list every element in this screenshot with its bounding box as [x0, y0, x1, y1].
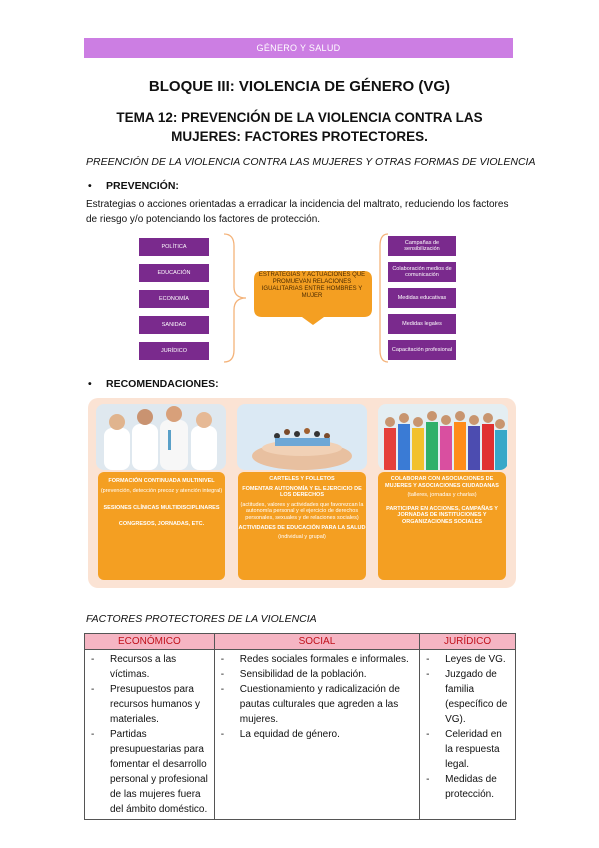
section-heading-factors: FACTORES PROTECTORES DE LA VIOLENCIA	[86, 613, 317, 625]
list-item: Medidas de protección.	[423, 772, 512, 802]
card-line: (talleres, jornadas y charlas)	[407, 492, 477, 499]
list-item: Partidas presupuestarias para fomentar e…	[88, 727, 211, 817]
protective-factors-table: ECONÓMICO SOCIAL JURÍDICO Recursos a las…	[84, 633, 516, 820]
right-brace	[379, 233, 389, 363]
column-header-legal: JURÍDICO	[419, 633, 516, 650]
recommendations-heading-label: RECOMENDACIONES:	[106, 378, 219, 390]
list-item: Redes sociales formales e informales.	[218, 652, 416, 667]
document-header-bar: GÉNERO Y SALUD	[84, 38, 513, 58]
legal-cell: Leyes de VG. Juzgado de familia (específ…	[419, 649, 516, 820]
diagram-left-box: POLÍTICA	[139, 238, 209, 256]
block-title: BLOQUE III: VIOLENCIA DE GÉNERO (VG)	[148, 78, 451, 95]
column-header-social: SOCIAL	[213, 633, 421, 650]
strategies-arrow-shape	[254, 271, 372, 325]
economic-cell: Recursos a las víctimas. Presupuestos pa…	[84, 649, 215, 820]
bullet-icon: •	[88, 180, 92, 192]
card-line: PARTICIPAR EN ACCIONES, CAMPAÑAS Y JORNA…	[386, 505, 498, 525]
card-line: FOMENTAR AUTONOMÍA Y EL EJERCICIO DE LOS…	[242, 485, 362, 499]
prevention-heading: • PREVENCIÓN:	[88, 180, 179, 192]
recommendation-card: FORMACIÓN CONTINUADA MULTINIVEL (prevenc…	[98, 472, 225, 580]
card-line: CARTELES Y FOLLETOS	[269, 476, 335, 482]
list-item: Presupuestos para recursos humanos y mat…	[88, 682, 211, 727]
diagram-left-box: EDUCACIÓN	[139, 264, 209, 282]
recommendations-heading: • RECOMENDACIONES:	[88, 378, 219, 390]
list-item: Cuestionamiento y radicalización de paut…	[218, 682, 416, 727]
table-header-row: ECONÓMICO SOCIAL JURÍDICO	[84, 633, 516, 650]
diagram-left-box: JURÍDICO	[139, 342, 209, 360]
card-line: COLABORAR CON ASOCIACIONES DE MUJERES Y …	[385, 476, 499, 489]
diagram-left-box: SANIDAD	[139, 316, 209, 334]
card-line: FORMACIÓN CONTINUADA MULTINIVEL	[108, 478, 215, 484]
social-cell: Redes sociales formales e informales. Se…	[213, 649, 421, 820]
diagram-right-box: Campañas de sensibilización	[388, 236, 456, 256]
list-item: Celeridad en la respuesta legal.	[423, 727, 512, 772]
diagram-right-box: Medidas legales	[388, 314, 456, 334]
prevention-definition: Estrategias o acciones orientadas a erra…	[86, 199, 509, 225]
card-line: SESIONES CLÍNICAS MULTIDISCIPLINARES	[103, 505, 220, 512]
card-line: (prevención, detección precoz y atención…	[100, 487, 223, 494]
list-item: La equidad de género.	[218, 727, 416, 742]
list-item: Recursos a las víctimas.	[88, 652, 211, 682]
table-row: Recursos a las víctimas. Presupuestos pa…	[84, 649, 516, 820]
list-item: Leyes de VG.	[423, 652, 512, 667]
diagram-right-box: Capacitación profesional	[388, 340, 456, 360]
card-line: ACTIVIDADES DE EDUCACIÓN PARA LA SALUD	[238, 524, 366, 531]
topic-title: TEMA 12: PREVENCIÓN DE LA VIOLENCIA CONT…	[116, 110, 483, 144]
list-item: Juzgado de familia (específico de VG).	[423, 667, 512, 727]
card-line: (actitudes, valores y actividades que fa…	[240, 501, 364, 521]
diagram-left-box: ECONOMÍA	[139, 290, 209, 308]
group-crowd-photo	[378, 404, 508, 470]
column-header-economic: ECONÓMICO	[84, 633, 215, 650]
recommendation-card: CARTELES Y FOLLETOS FOMENTAR AUTONOMÍA Y…	[238, 472, 366, 580]
section-heading-prevention: PREENCIÓN DE LA VIOLENCIA CONTRA LAS MUJ…	[86, 156, 536, 168]
card-line: CONGRESOS, JORNADAS, ETC.	[118, 520, 205, 527]
card-line: (individual y grupal)	[278, 534, 326, 541]
list-item: Sensibilidad de la población.	[218, 667, 416, 682]
diagram-right-box: Colaboración medios de comunicación	[388, 262, 456, 282]
bullet-icon: •	[88, 378, 92, 390]
recommendation-card: COLABORAR CON ASOCIACIONES DE MUJERES Y …	[378, 472, 506, 580]
medical-staff-photo	[96, 404, 226, 470]
strategies-text: ESTRATEGIAS Y ACTUACIONES QUE PROMUEVAN …	[258, 272, 366, 299]
prevention-heading-label: PREVENCIÓN:	[106, 180, 179, 192]
left-brace	[223, 233, 247, 363]
hands-holding-people-photo	[237, 404, 367, 470]
diagram-right-box: Medidas educativas	[388, 288, 456, 308]
